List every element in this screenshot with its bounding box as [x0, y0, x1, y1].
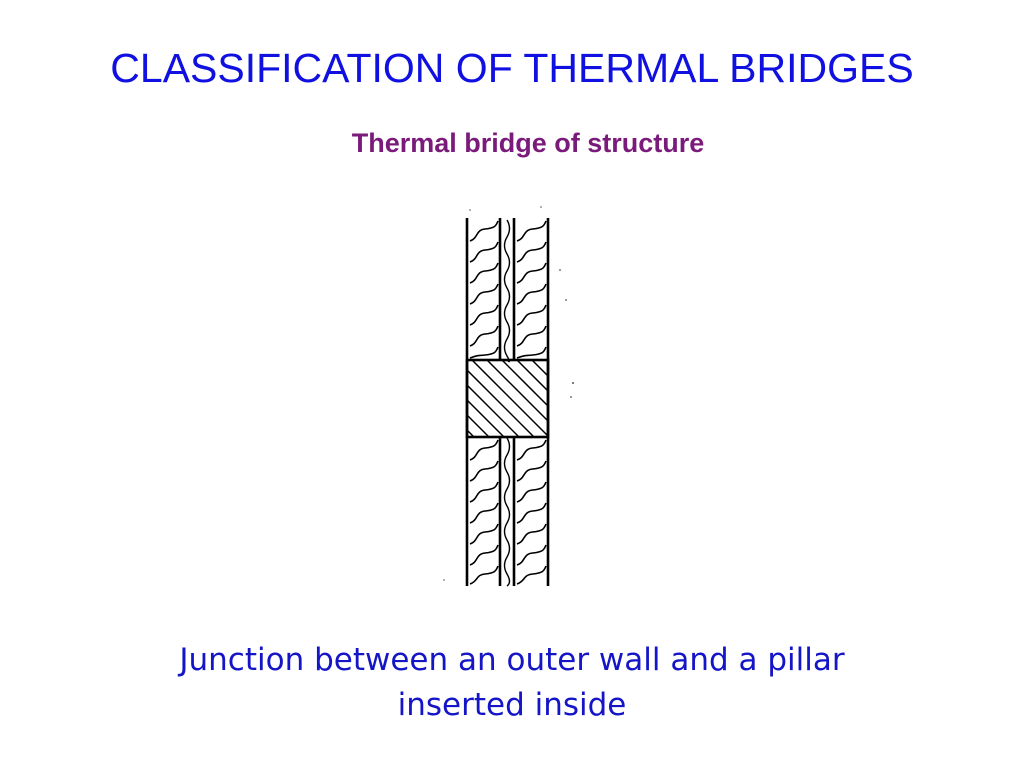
masonry-hatch-upper-right — [516, 304, 547, 326]
pillar-hatch-line — [466, 369, 535, 438]
masonry-hatch-lower-right — [516, 523, 547, 545]
masonry-hatch-upper-left — [469, 262, 499, 284]
slide-caption: Junction between an outer wall and a pil… — [0, 638, 1024, 728]
hatching-layer — [466, 219, 549, 587]
pillar-hatch-line — [466, 399, 505, 438]
masonry-hatch-lower-right — [516, 565, 547, 585]
caption-line-1: Junction between an outer wall and a pil… — [179, 642, 845, 678]
masonry-hatch-upper-left — [469, 220, 499, 242]
masonry-hatch-lower-right — [516, 439, 547, 461]
core-wave-lower — [503, 437, 511, 587]
masonry-hatch-upper-left — [469, 241, 499, 263]
pillar-hatch-line — [516, 359, 549, 392]
slide-title: CLASSIFICATION OF THERMAL BRIDGES — [110, 45, 914, 91]
pillar-hatch-line — [531, 359, 549, 377]
masonry-hatch-lower-right — [516, 460, 547, 482]
masonry-hatch-lower-right — [516, 544, 547, 566]
caption-line-2: inserted inside — [397, 687, 627, 723]
masonry-hatch-lower-left — [469, 502, 499, 524]
pillar-hatch-line — [471, 359, 549, 437]
masonry-hatch-upper-left — [469, 346, 499, 359]
masonry-hatch-upper-right — [516, 241, 547, 263]
pillar-hatch-line — [466, 384, 520, 438]
masonry-hatch-lower-left — [469, 460, 499, 482]
masonry-hatch-upper-right — [516, 220, 547, 242]
masonry-hatch-lower-right — [516, 481, 547, 503]
masonry-hatch-upper-left — [469, 304, 499, 326]
masonry-hatch-upper-right — [516, 325, 547, 347]
pillar-hatch-line — [466, 414, 490, 438]
core-wave-upper — [503, 219, 511, 363]
masonry-hatch-upper-left — [469, 283, 499, 305]
masonry-hatch-upper-left — [469, 325, 499, 347]
masonry-hatch-upper-right — [516, 283, 547, 305]
masonry-hatch-lower-left — [469, 523, 499, 545]
masonry-hatch-upper-right — [516, 346, 547, 359]
wall-pillar-junction-diagram — [443, 206, 574, 587]
pillar-outline — [465, 358, 550, 439]
masonry-hatch-upper-right — [516, 262, 547, 284]
masonry-hatch-lower-left — [469, 481, 499, 503]
masonry-hatch-lower-left — [469, 565, 499, 585]
masonry-hatch-lower-left — [469, 439, 499, 461]
wall-outlines — [465, 218, 550, 586]
slide-subtitle: Thermal bridge of structure — [351, 128, 705, 158]
masonry-hatch-lower-right — [516, 502, 547, 524]
pillar-hatch-line — [501, 359, 549, 407]
pillar-hatch-line — [486, 359, 549, 422]
specks — [443, 206, 574, 581]
masonry-hatch-lower-left — [469, 544, 499, 566]
